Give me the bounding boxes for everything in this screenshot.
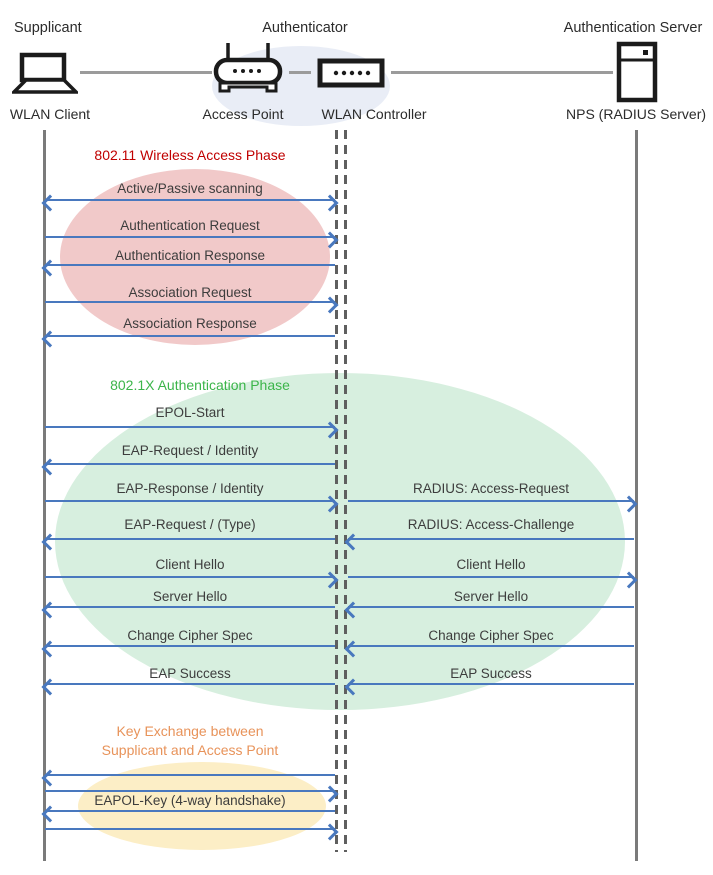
message-arrow-eapol-key-4 bbox=[45, 823, 339, 841]
message-label-radius-access-challenge: RADIUS: Access-Challenge bbox=[407, 517, 575, 532]
lifeline-radius-server bbox=[635, 130, 638, 861]
message-arrow-client-hello-left bbox=[45, 571, 339, 589]
phase1-ellipse bbox=[60, 169, 330, 345]
message-label-server-hello-right: Server Hello bbox=[453, 589, 529, 604]
message-label-auth-response: Authentication Response bbox=[114, 248, 266, 263]
phase2-ellipse bbox=[55, 373, 625, 710]
phase1-title: 802.11 Wireless Access Phase bbox=[94, 147, 286, 163]
message-label-server-hello-left: Server Hello bbox=[152, 589, 228, 604]
message-label-eapol-key: EAPOL-Key (4-way handshake) bbox=[94, 793, 286, 808]
role-auth-server-label: Authentication Server bbox=[563, 20, 703, 36]
message-arrow-auth-request bbox=[45, 231, 339, 249]
message-arrow-epol-start bbox=[45, 421, 339, 439]
connector-controller-to-server bbox=[391, 71, 613, 74]
controller-box-icon bbox=[317, 58, 385, 88]
device-wlan-controller-label: WLAN Controller bbox=[321, 106, 427, 122]
device-access-point-label: Access Point bbox=[202, 106, 284, 122]
message-label-client-hello-left: Client Hello bbox=[155, 557, 225, 572]
lifeline-authenticator-dashed-left bbox=[335, 130, 338, 852]
message-label-assoc-response: Association Response bbox=[123, 316, 257, 331]
laptop-icon bbox=[9, 52, 81, 96]
phase3-title-line1: Key Exchange between bbox=[116, 723, 264, 739]
server-tower-icon bbox=[616, 41, 658, 103]
lifeline-authenticator-dashed-right bbox=[344, 130, 347, 852]
message-label-epol-start: EPOL-Start bbox=[155, 405, 225, 420]
message-arrow-scanning bbox=[41, 194, 339, 212]
phase3-title-line2: Supplicant and Access Point bbox=[101, 742, 279, 758]
message-arrow-eap-request-identity bbox=[41, 458, 335, 476]
message-arrow-client-hello-right bbox=[348, 571, 638, 589]
connector-client-to-ap bbox=[80, 71, 212, 74]
message-label-eap-response-identity: EAP-Response / Identity bbox=[116, 481, 264, 496]
message-label-radius-access-request: RADIUS: Access-Request bbox=[412, 481, 570, 496]
device-wlan-client-label: WLAN Client bbox=[9, 106, 91, 122]
message-arrow-eapol-key-1 bbox=[41, 769, 335, 787]
device-nps-label: NPS (RADIUS Server) bbox=[566, 106, 707, 122]
message-arrow-eap-success-left bbox=[41, 678, 335, 696]
message-arrow-assoc-response bbox=[41, 330, 335, 348]
message-arrow-eap-request-type bbox=[41, 533, 335, 551]
message-arrow-assoc-request bbox=[45, 296, 339, 314]
message-label-eap-request-type: EAP-Request / (Type) bbox=[124, 517, 256, 532]
message-arrow-server-hello-right bbox=[344, 601, 634, 619]
message-arrow-eap-response-identity bbox=[45, 495, 339, 513]
message-label-eap-success-right: EAP Success bbox=[450, 666, 532, 681]
phase3-ellipse bbox=[78, 762, 326, 850]
message-arrow-eapol-key-3 bbox=[41, 805, 335, 823]
message-arrow-server-hello-left bbox=[41, 601, 335, 619]
message-arrow-radius-access-request bbox=[348, 495, 638, 513]
wireless-router-icon bbox=[212, 41, 284, 95]
message-label-scanning: Active/Passive scanning bbox=[117, 181, 263, 196]
message-arrow-eapol-key-2 bbox=[45, 785, 339, 803]
message-label-client-hello-right: Client Hello bbox=[456, 557, 526, 572]
message-label-eap-success-left: EAP Success bbox=[149, 666, 231, 681]
phase2-title: 802.1X Authentication Phase bbox=[110, 377, 290, 393]
message-arrow-eap-success-right bbox=[344, 678, 634, 696]
message-arrow-radius-access-challenge bbox=[344, 533, 634, 551]
message-label-change-cipher-spec-left: Change Cipher Spec bbox=[127, 628, 253, 643]
message-label-eap-request-identity: EAP-Request / Identity bbox=[121, 443, 259, 458]
message-arrow-change-cipher-spec-left bbox=[41, 640, 335, 658]
message-label-assoc-request: Association Request bbox=[128, 285, 252, 300]
message-label-change-cipher-spec-right: Change Cipher Spec bbox=[428, 628, 554, 643]
lifeline-wlan-client bbox=[43, 130, 46, 861]
connector-ap-to-controller bbox=[289, 71, 311, 74]
role-supplicant-label: Supplicant bbox=[14, 20, 82, 36]
message-label-auth-request: Authentication Request bbox=[120, 218, 260, 233]
message-arrow-change-cipher-spec-right bbox=[344, 640, 634, 658]
role-authenticator-label: Authenticator bbox=[262, 20, 348, 36]
message-arrow-auth-response bbox=[41, 259, 335, 277]
phase3-title: Key Exchange between Supplicant and Acce… bbox=[44, 722, 336, 760]
